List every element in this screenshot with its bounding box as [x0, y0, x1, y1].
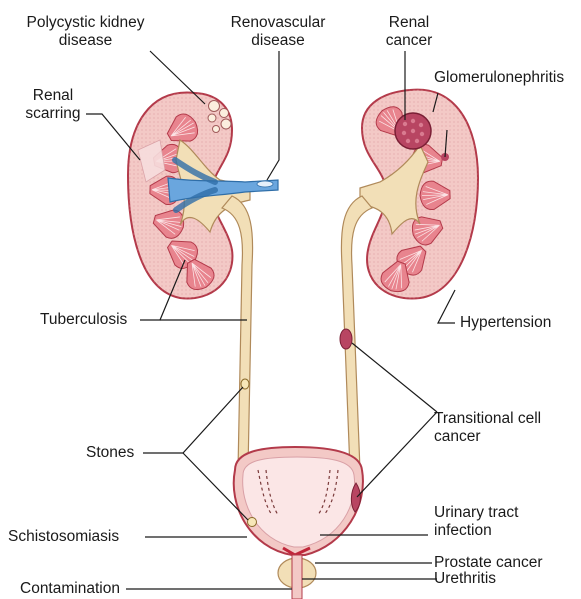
- label-tuberculosis: Tuberculosis: [40, 311, 127, 329]
- label-line: Tuberculosis: [40, 311, 127, 329]
- label-line: Transitional cell: [434, 410, 541, 428]
- label-contamination: Contamination: [20, 580, 120, 598]
- label-line: infection: [434, 522, 518, 540]
- label-renal-scarring: Renal scarring: [18, 87, 88, 123]
- label-line: cancer: [380, 32, 438, 50]
- label-line: disease: [218, 32, 338, 50]
- label-renovascular-disease: Renovascular disease: [218, 14, 338, 50]
- label-urinary-tract-infection: Urinary tract infection: [434, 504, 518, 540]
- label-line: Renal: [380, 14, 438, 32]
- label-urethritis: Urethritis: [434, 570, 496, 588]
- label-line: Urethritis: [434, 570, 496, 588]
- label-renal-cancer: Renal cancer: [380, 14, 438, 50]
- left-kidney: [128, 93, 278, 299]
- label-line: Schistosomiasis: [8, 528, 119, 546]
- label-line: Contamination: [20, 580, 120, 598]
- label-line: Glomerulonephritis: [434, 69, 564, 87]
- label-line: Renal: [18, 87, 88, 105]
- label-polycystic-kidney-disease: Polycystic kidney disease: [8, 14, 163, 50]
- label-line: Renovascular: [218, 14, 338, 32]
- label-glomerulonephritis: Glomerulonephritis: [434, 69, 564, 87]
- right-kidney: [360, 90, 478, 299]
- label-line: scarring: [18, 105, 88, 123]
- label-line: Urinary tract: [434, 504, 518, 522]
- label-line: cancer: [434, 428, 541, 446]
- label-line: Hypertension: [460, 314, 551, 332]
- label-line: disease: [8, 32, 163, 50]
- prostate-urethra: [278, 555, 316, 599]
- label-line: Polycystic kidney: [8, 14, 163, 32]
- label-stones: Stones: [86, 444, 134, 462]
- bladder: [234, 447, 363, 555]
- label-hypertension: Hypertension: [460, 314, 551, 332]
- ureters: [222, 196, 372, 470]
- label-transitional-cell-cancer: Transitional cell cancer: [434, 410, 541, 446]
- label-line: Stones: [86, 444, 134, 462]
- label-schistosomiasis: Schistosomiasis: [8, 528, 119, 546]
